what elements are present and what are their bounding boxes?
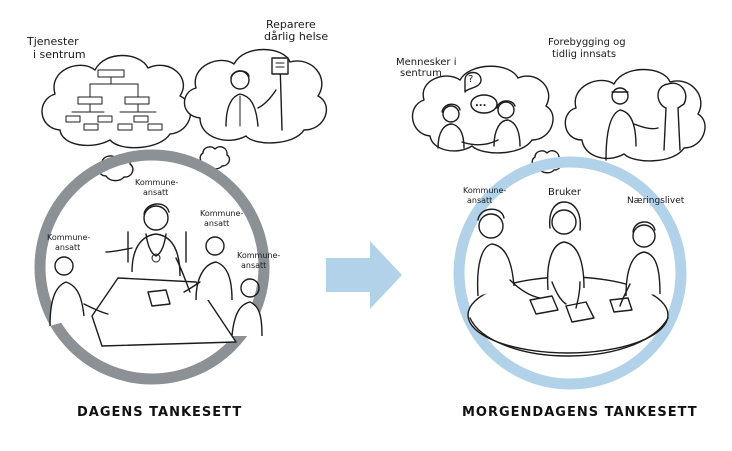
caption-tomorrow: MORGENDAGENS TANKESETT [462,405,698,420]
role-label-right2-line1: Kommune- [237,251,280,260]
role-label-center: Bruker [548,187,582,198]
caption-today: DAGENS TANKESETT [77,405,242,420]
role-label-right: Næringslivet [627,196,685,206]
label-prevention-line1: Forebygging og [548,37,626,48]
label-people-line1: Mennesker i [396,57,456,68]
role-label-top-line2: ansatt [143,188,168,197]
thought-cloud-prevention [564,68,706,162]
thought-cloud-people [411,65,554,154]
bubble-dots: ... [475,98,486,109]
health-worker-figure [225,57,289,131]
thought-cloud-services [41,54,192,149]
right-arrow-icon [326,241,402,309]
label-people-line2: sentrum [400,68,442,79]
prevention-figure [605,82,687,161]
role-label-left-line1-tomorrow: Kommune- [463,186,506,195]
label-services-line2: i sentrum [33,48,86,61]
right-scene: ? ... Mennesker i sentrum Forebygging og… [396,37,706,420]
left-scene: Tjenester i sentrum Reparere dårlig hels… [26,18,328,420]
label-repair-line1: Reparere [266,18,316,31]
thought-cloud-repair [183,48,328,144]
label-repair-line2: dårlig helse [264,30,328,43]
role-label-left-line1: Kommune- [47,233,90,242]
role-label-right1-line1: Kommune- [200,209,243,218]
role-label-right2-line2: ansatt [241,261,266,270]
meeting-scene-tomorrow [467,201,669,357]
today-ring [34,149,270,385]
small-cloud-left-2 [199,146,231,170]
bubble-question: ? [468,74,473,85]
label-services-line1: Tjenester [26,35,79,48]
role-label-left-line2: ansatt [55,243,80,252]
role-label-left-line2-tomorrow: ansatt [467,196,492,205]
role-label-top-line1: Kommune- [135,178,178,187]
role-label-right1-line2: ansatt [204,219,229,228]
org-chart-icon [65,69,163,131]
two-people-talking [437,71,521,149]
tomorrow-ring [453,156,687,390]
label-prevention-line2: tidlig innsats [552,49,616,60]
meeting-scene-today [49,203,263,347]
